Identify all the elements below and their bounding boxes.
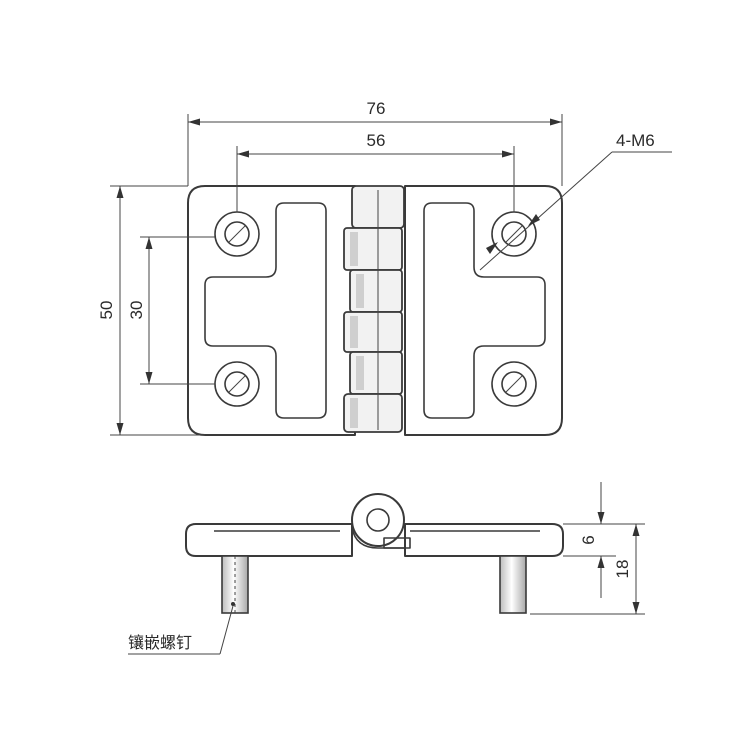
thread-spec-label: 4-M6 (616, 131, 655, 150)
dim-hole-spacing-vertical-label: 30 (127, 301, 146, 320)
thread-callout: 4-M6 (479, 131, 672, 271)
knuckle-bottom-cap (343, 393, 403, 433)
dim-plate-thickness: 6 (563, 482, 616, 598)
hinge-knuckles (343, 185, 405, 433)
right-leaf-recess (423, 202, 546, 419)
side-left-plate (185, 523, 353, 557)
stud-callout: 镶嵌螺钉 (128, 605, 234, 655)
left-leaf-recess (204, 202, 327, 419)
dim-total-height: 18 (530, 523, 645, 615)
side-view (185, 493, 564, 614)
dim-overall-width: 76 (187, 99, 563, 186)
side-barrel-pin (366, 508, 390, 532)
dim-total-height-label: 18 (613, 560, 632, 579)
side-right-plate (404, 523, 564, 557)
dim-plate-thickness-label: 6 (579, 535, 598, 544)
stud-callout-label: 镶嵌螺钉 (128, 633, 192, 652)
dim-overall-height-label: 50 (97, 301, 116, 320)
side-barrel-step (383, 537, 411, 549)
stud-right (499, 555, 527, 614)
right-leaf (404, 185, 563, 436)
left-leaf (187, 185, 356, 436)
dim-overall-height: 50 (97, 185, 205, 436)
dim-hole-spacing-horizontal-label: 56 (367, 131, 386, 150)
dim-hole-spacing-vertical: 30 (127, 236, 215, 385)
screw-hole-bottom-right (491, 361, 537, 407)
top-view (187, 185, 563, 436)
side-barrel (351, 493, 405, 547)
dim-overall-width-label: 76 (367, 99, 386, 118)
dim-hole-spacing-horizontal: 56 (236, 131, 515, 212)
stud-left (221, 555, 249, 614)
